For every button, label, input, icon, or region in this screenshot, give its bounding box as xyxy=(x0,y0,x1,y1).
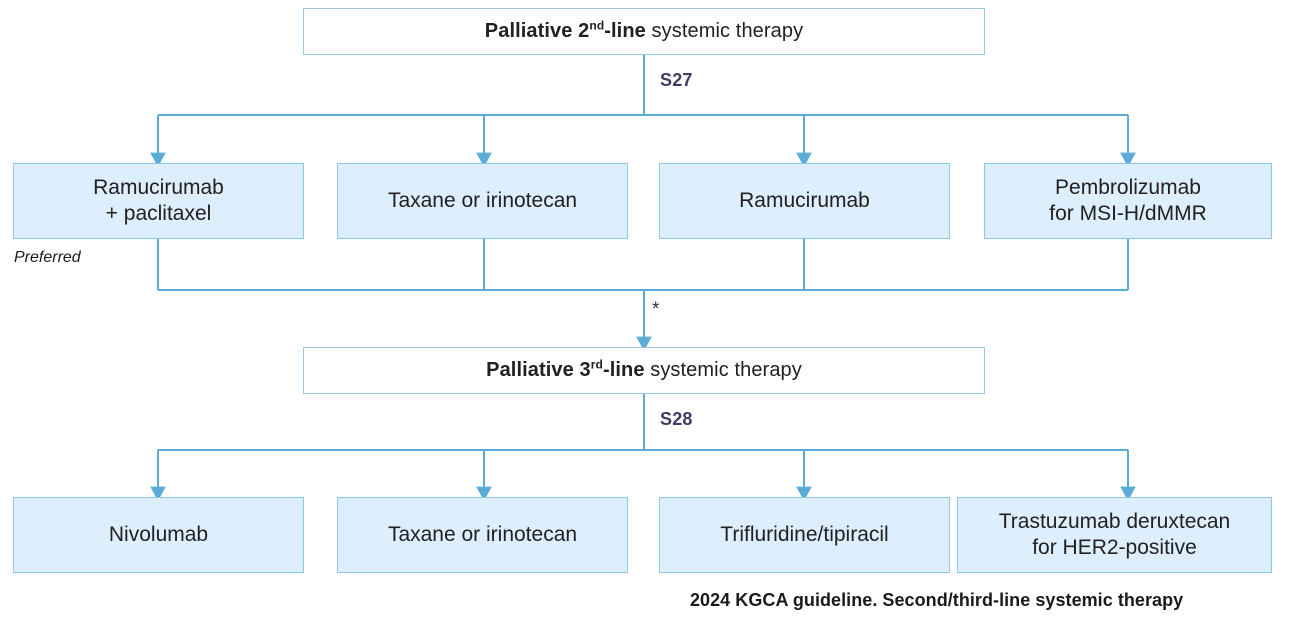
second-line-header-text: Palliative 2nd-line systemic therapy xyxy=(484,18,804,43)
third-line-header-text: Palliative 3rd-line systemic therapy xyxy=(486,357,802,382)
option-taxane-irinotecan-3l[interactable]: Taxane or irinotecan xyxy=(337,497,628,573)
connector-label-s28: S28 xyxy=(660,409,693,429)
option-label: Nivolumab xyxy=(108,523,209,547)
option-ramucirumab[interactable]: Ramucirumab xyxy=(659,163,950,239)
option-nivolumab[interactable]: Nivolumab xyxy=(13,497,304,573)
option-label: Ramucirumab xyxy=(739,189,870,213)
option-trastuzumab-deruxtecan[interactable]: Trastuzumab deruxtecan for HER2-positive xyxy=(957,497,1272,573)
second-line-header-box[interactable]: Palliative 2nd-line systemic therapy xyxy=(303,8,985,55)
option-taxane-irinotecan-2l[interactable]: Taxane or irinotecan xyxy=(337,163,628,239)
option-label: Trastuzumab deruxtecan for HER2-positive xyxy=(998,510,1231,559)
option-label: Ramucirumab + paclitaxel xyxy=(93,176,224,225)
option-trifluridine-tipiracil[interactable]: Trifluridine/tipiracil xyxy=(659,497,950,573)
footer-caption: 2024 KGCA guideline. Second/third-line s… xyxy=(690,590,1184,610)
connector-label-s27: S27 xyxy=(660,70,693,90)
option-label: Taxane or irinotecan xyxy=(387,523,578,547)
option-pembrolizumab-msi[interactable]: Pembrolizumab for MSI-H/dMMR xyxy=(984,163,1272,239)
third-line-header-box[interactable]: Palliative 3rd-line systemic therapy xyxy=(303,347,985,394)
preferred-note: Preferred xyxy=(14,249,81,266)
option-label: Taxane or irinotecan xyxy=(387,189,578,213)
asterisk-footnote-marker: * xyxy=(652,299,660,320)
option-ramucirumab-paclitaxel[interactable]: Ramucirumab + paclitaxel xyxy=(13,163,304,239)
option-label: Trifluridine/tipiracil xyxy=(720,523,889,547)
option-label: Pembrolizumab for MSI-H/dMMR xyxy=(1049,176,1207,225)
